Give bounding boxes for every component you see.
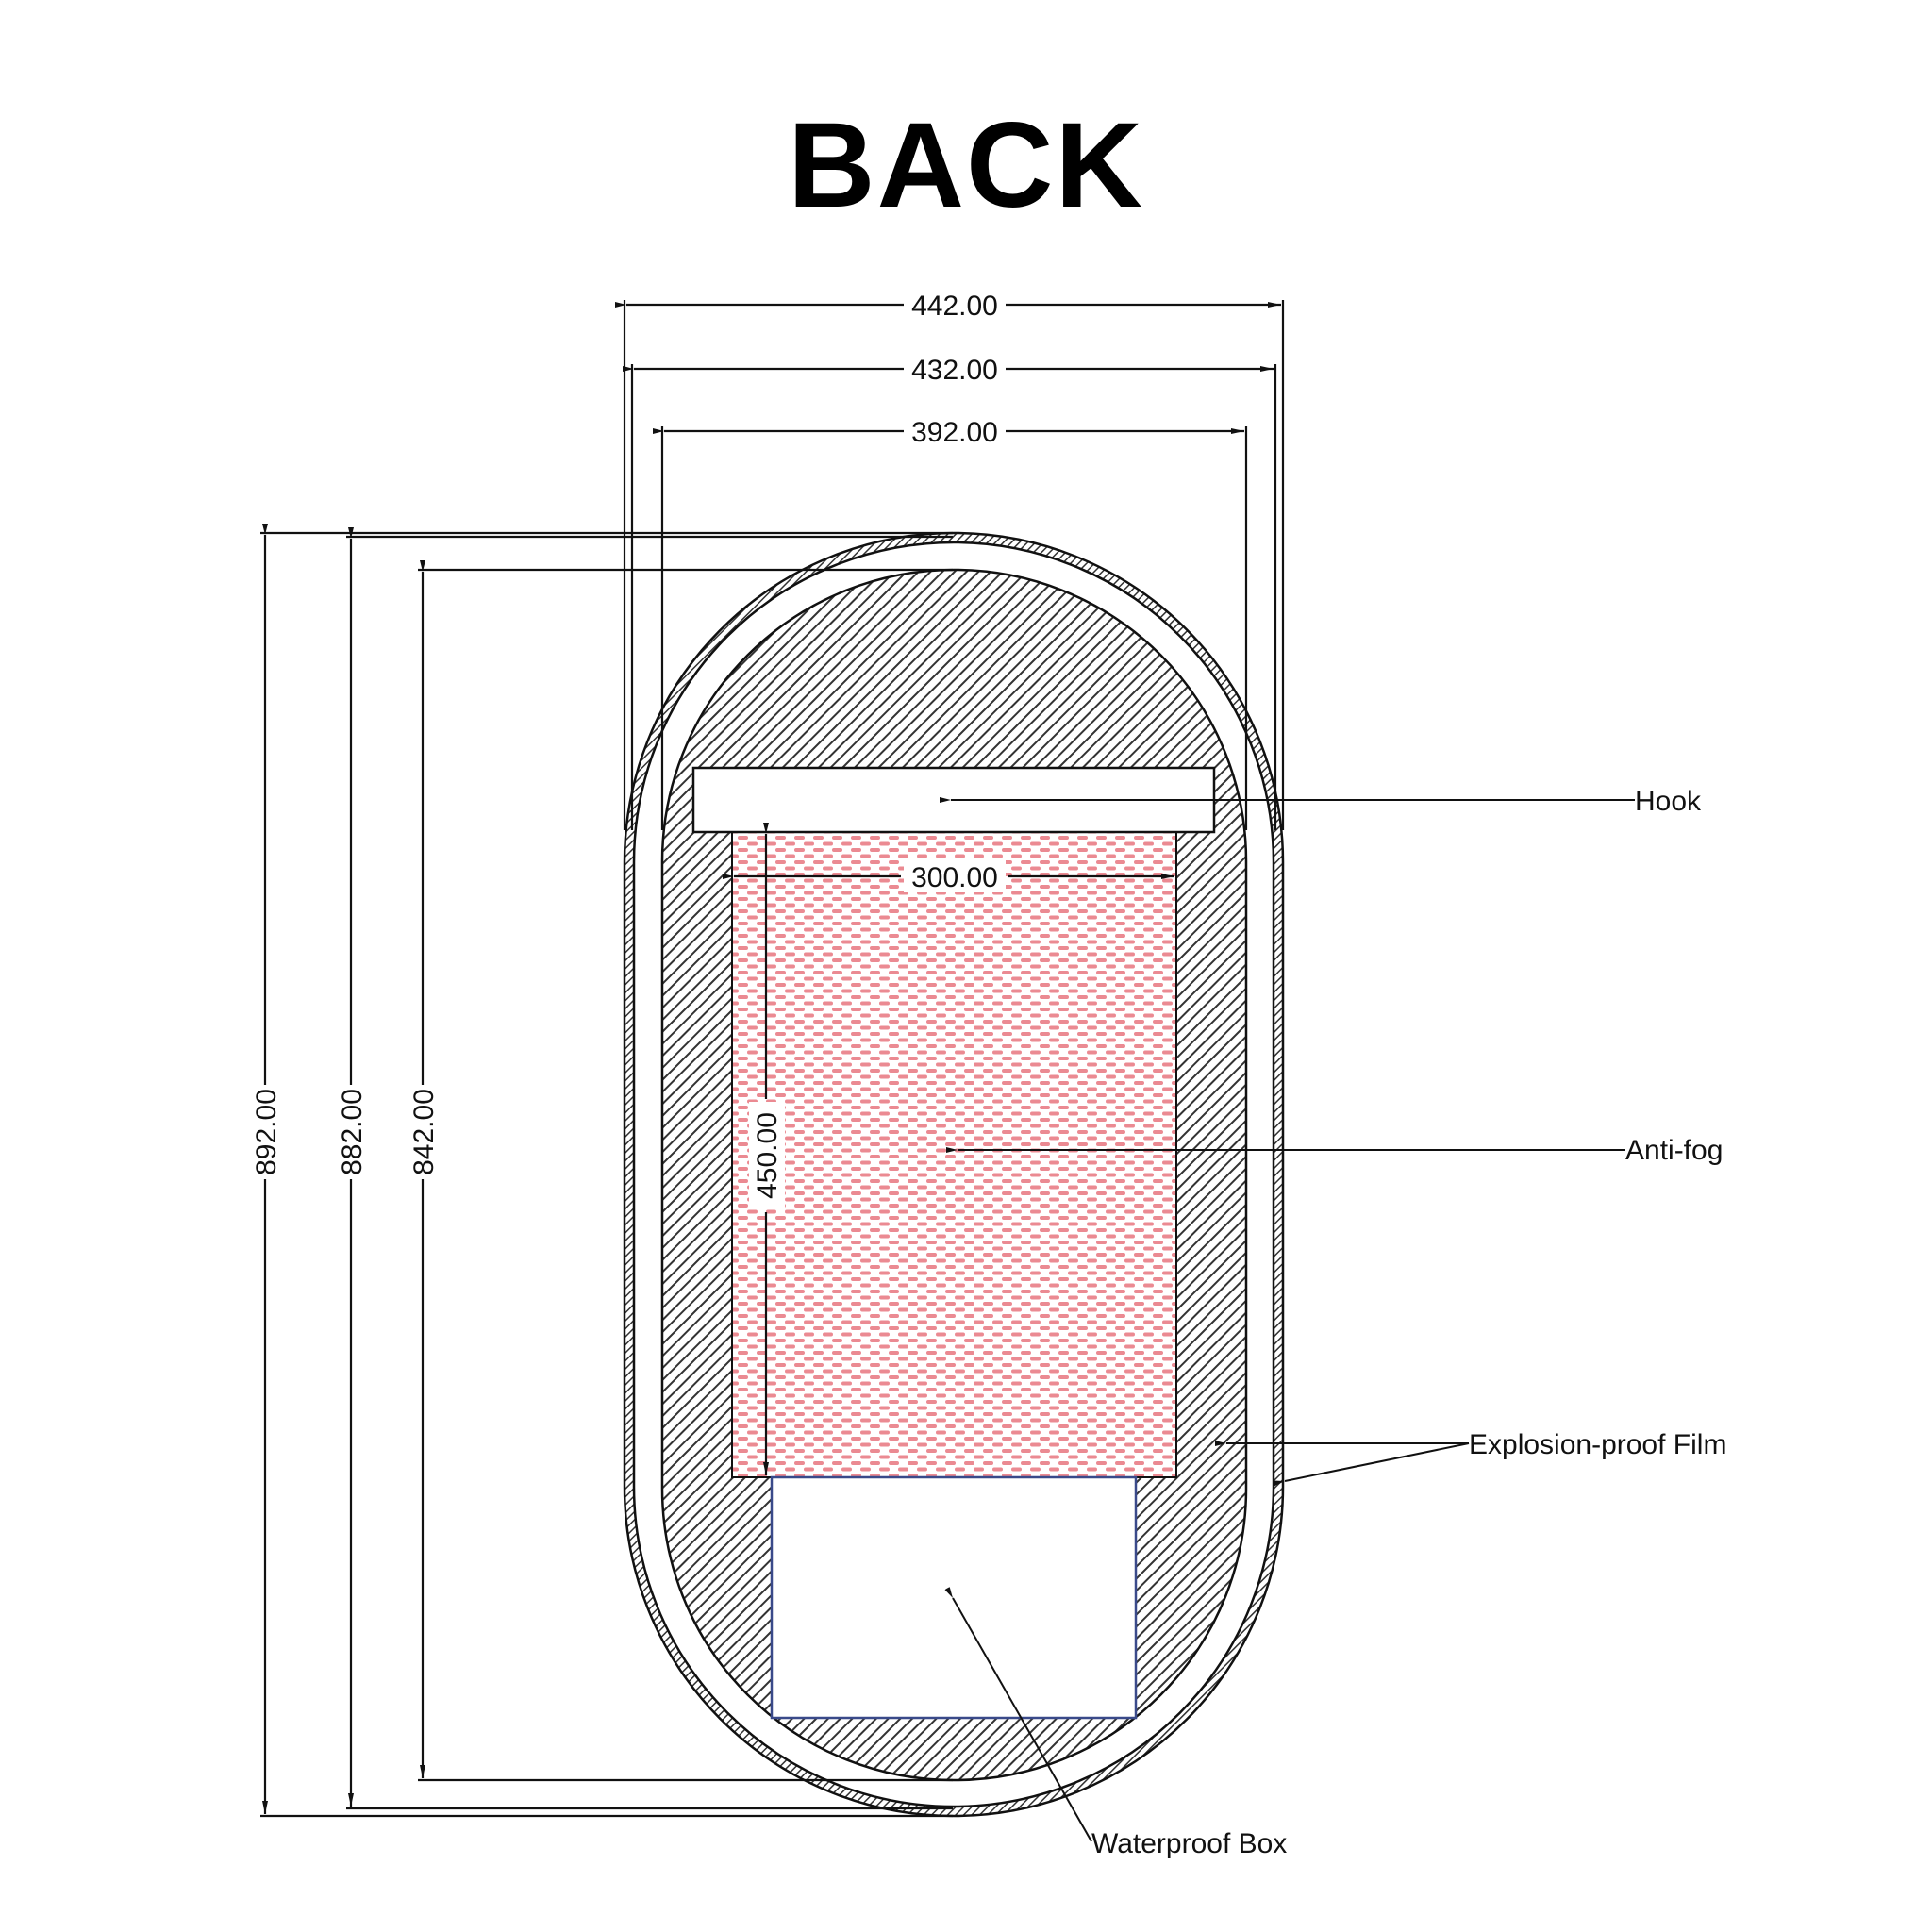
dimension-height-892 (260, 524, 953, 1818)
dim-300-label: 300.00 (911, 862, 998, 893)
antifog-area (731, 831, 1177, 1478)
label-hook: Hook (1635, 786, 1702, 817)
waterproof-box-leader (944, 1587, 1092, 1842)
dimension-width-432 (623, 364, 1277, 830)
dim-842-label: 842.00 (408, 1089, 440, 1175)
dim-442-label: 442.00 (911, 291, 998, 322)
explosion-proof-leader (1215, 1441, 1470, 1487)
dim-892-label: 892.00 (251, 1089, 282, 1175)
dimension-width-442 (615, 300, 1285, 830)
dimension-height-842 (418, 560, 953, 1782)
drawing-title: BACK (788, 98, 1144, 233)
dimension-height-882 (346, 527, 953, 1810)
label-antifog: Anti-fog (1625, 1135, 1723, 1166)
waterproof-box (770, 1475, 1138, 1720)
label-explosion-proof-film: Explosion-proof Film (1469, 1429, 1726, 1460)
dim-432-label: 432.00 (911, 355, 998, 386)
dim-882-label: 882.00 (337, 1089, 368, 1175)
dim-450-label: 450.00 (752, 1112, 783, 1199)
label-waterproof-box: Waterproof Box (1091, 1828, 1287, 1859)
dimension-width-392 (653, 426, 1248, 830)
dim-392-label: 392.00 (911, 417, 998, 448)
